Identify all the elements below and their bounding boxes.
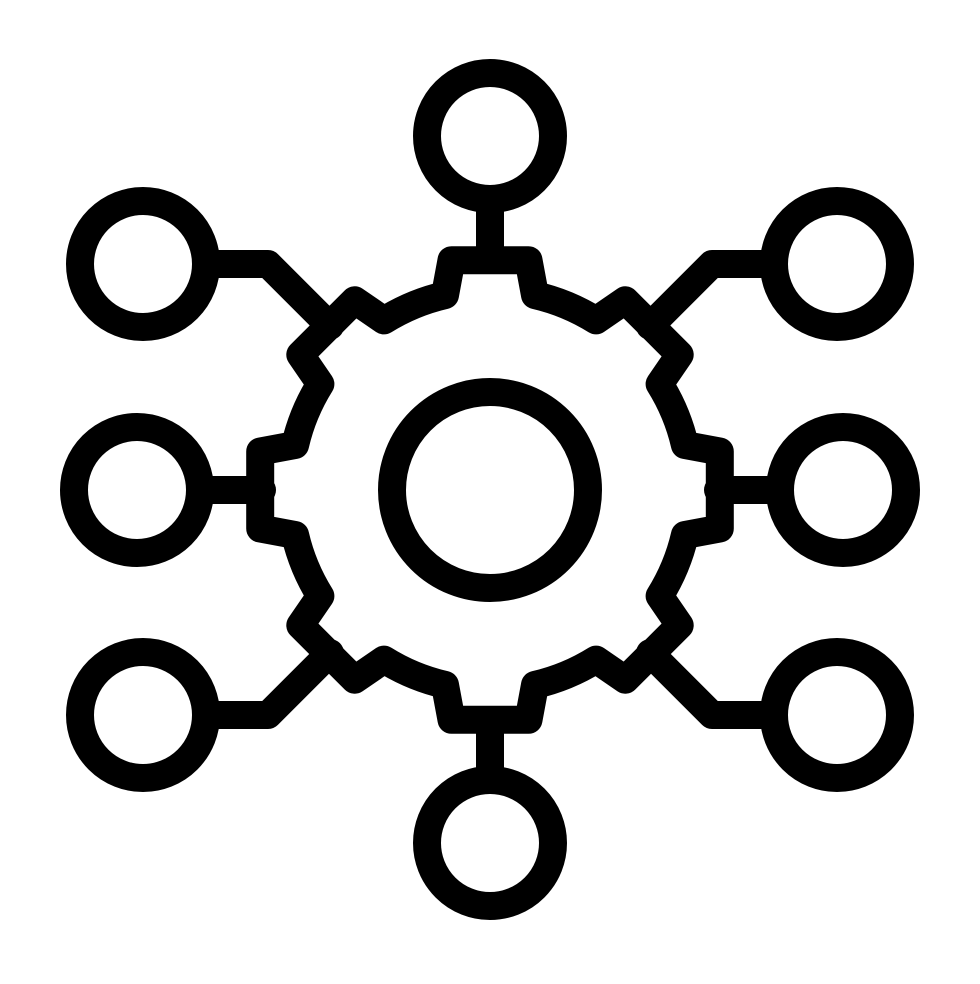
node-middle-right-circle <box>766 413 920 567</box>
gear-icon <box>246 246 734 734</box>
node-middle-left-circle <box>60 413 214 567</box>
node-bottom-circle <box>413 766 567 920</box>
gear-hub-circle <box>378 378 602 602</box>
node-lower-right-connector <box>636 639 788 729</box>
node-upper-left-circle <box>66 187 220 341</box>
gear-outline <box>246 246 734 734</box>
node-lower-left-connector <box>192 639 344 729</box>
node-top-circle <box>413 59 567 213</box>
connector-lines <box>186 185 794 794</box>
node-circles <box>60 59 920 920</box>
node-upper-left-connector <box>192 250 344 340</box>
node-lower-right-circle <box>760 638 914 792</box>
node-upper-right-circle <box>760 187 914 341</box>
node-lower-left-circle <box>66 638 220 792</box>
node-upper-right-connector <box>636 250 788 340</box>
